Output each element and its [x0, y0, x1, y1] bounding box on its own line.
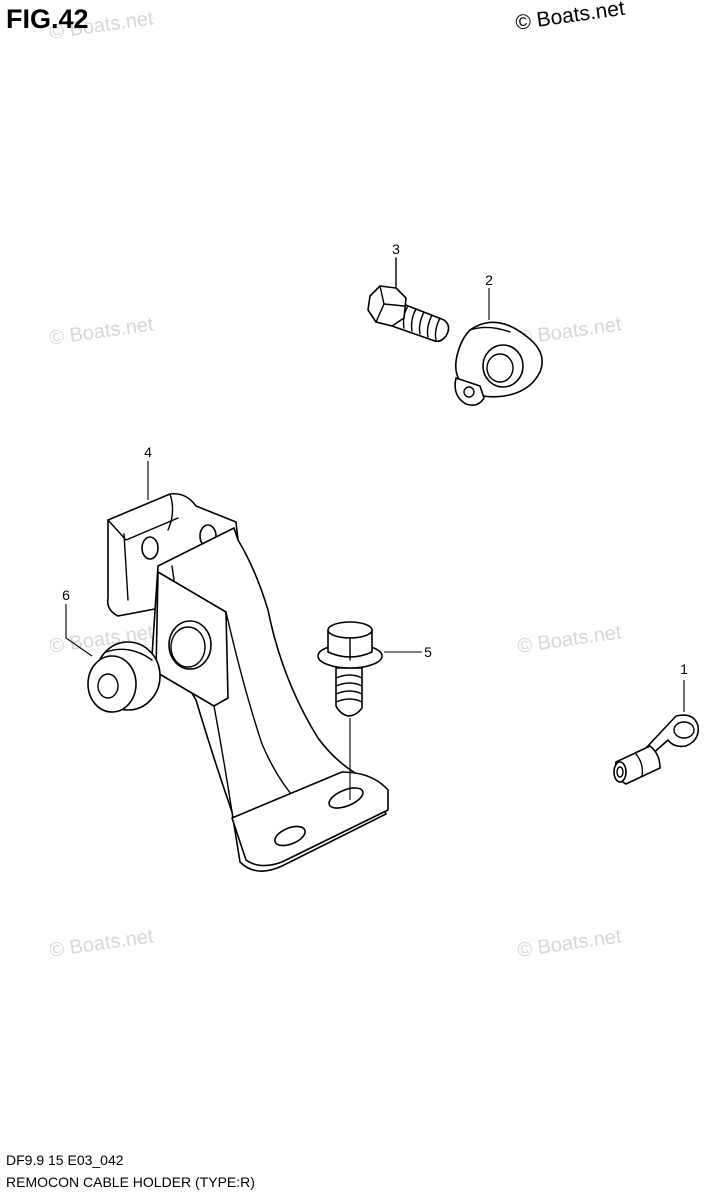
- callout-1: 1: [680, 661, 688, 677]
- diagram-code: DF9.9 15 E03_042: [6, 1152, 124, 1168]
- part-1-terminal[interactable]: [613, 680, 700, 785]
- part-4-bracket[interactable]: [106, 461, 389, 872]
- callout-4: 4: [144, 444, 152, 460]
- callout-5: 5: [424, 644, 432, 660]
- part-6-grommet[interactable]: [65, 604, 161, 713]
- callout-2: 2: [485, 272, 493, 288]
- part-2-clamp[interactable]: [454, 288, 543, 406]
- callout-3: 3: [392, 241, 400, 257]
- diagram-caption: REMOCON CABLE HOLDER (TYPE:R): [6, 1174, 255, 1190]
- part-3-bolt[interactable]: [367, 257, 450, 343]
- callout-6: 6: [62, 587, 70, 603]
- part-5-flange-bolt[interactable]: [317, 621, 422, 800]
- figure-label: FIG.42: [6, 4, 89, 34]
